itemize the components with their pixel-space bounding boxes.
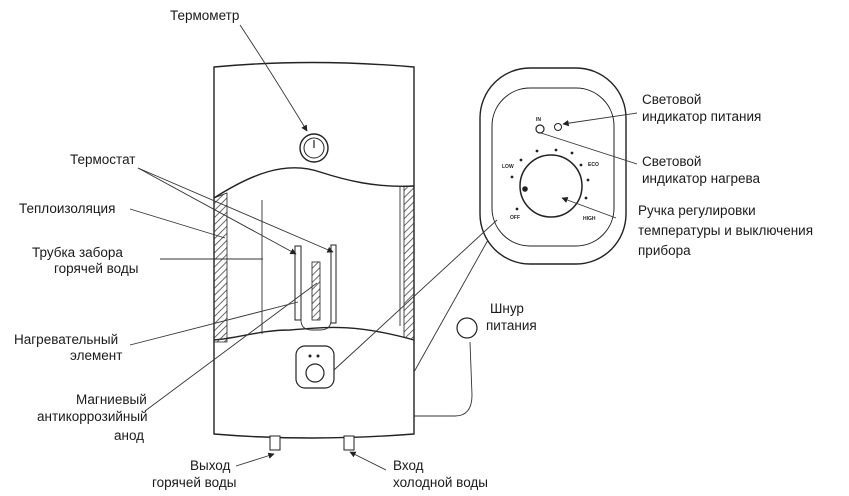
hot-outlet-pipe xyxy=(269,435,281,451)
temperature-knob xyxy=(519,154,583,218)
control-panel-zoom: IN LOW ECO OFF HIGH xyxy=(479,67,627,265)
label-cold-in-line2: холодной воды xyxy=(393,475,488,490)
panel-low-label: LOW xyxy=(502,164,514,170)
label-insulation: Теплоизоляция xyxy=(19,201,115,216)
label-power-indicator-line1: Световой xyxy=(642,92,701,107)
label-anode-line2: антикоррозийный xyxy=(37,409,148,424)
label-heat-indicator-line1: Световой xyxy=(642,154,701,169)
label-hot-out-line2: горячей воды xyxy=(152,475,236,490)
labels: Термометр Термостат Теплоизоляция Трубка… xyxy=(14,8,813,490)
control-panel-small xyxy=(295,345,335,389)
label-anode-line3: анод xyxy=(114,428,144,443)
insulation-right xyxy=(403,185,415,341)
panel-off-label: OFF xyxy=(510,215,520,221)
label-heater-line2: элемент xyxy=(70,348,122,363)
panel-high-label: HIGH xyxy=(583,216,596,222)
label-heater-line1: Нагревательный xyxy=(14,332,118,347)
label-knob-line2: температуры и выключения xyxy=(638,223,813,238)
label-hot-tube-line1: Трубка забора xyxy=(32,245,123,260)
cold-inlet-pipe xyxy=(343,435,355,451)
label-cord-line1: Шнур xyxy=(490,301,524,316)
label-power-indicator-line2: индикатор питания xyxy=(642,109,761,124)
tank-bottom-cut xyxy=(213,326,415,341)
insulation-left xyxy=(213,192,228,343)
heat-indicator-light xyxy=(554,123,562,131)
tank xyxy=(213,61,415,451)
label-anode-line1: Магниевый xyxy=(76,392,147,407)
label-cold-in-line1: Вход xyxy=(393,458,424,473)
label-knob-line3: прибора xyxy=(638,243,691,258)
label-thermometer: Термометр xyxy=(170,8,239,23)
label-heat-indicator-line2: индикатор нагрева xyxy=(642,171,761,186)
power-cord xyxy=(414,317,478,417)
tank-top-cut xyxy=(213,167,415,199)
power-indicator-light xyxy=(535,124,545,134)
label-knob-line1: Ручка регулировки xyxy=(638,203,756,218)
hot-water-tube xyxy=(294,244,337,324)
tank-body xyxy=(213,61,415,439)
label-thermostat: Термостат xyxy=(70,152,135,167)
leader-lines xyxy=(129,24,638,471)
label-hot-tube-line2: горячей воды xyxy=(54,261,138,276)
panel-eco-label: ECO xyxy=(588,162,599,168)
panel-in-label: IN xyxy=(536,117,541,123)
label-cord-line2: питания xyxy=(486,318,537,333)
plug xyxy=(456,317,478,339)
thermometer-dial xyxy=(299,133,329,163)
label-hot-out-line1: Выход xyxy=(190,458,231,473)
heating-element xyxy=(300,261,332,331)
